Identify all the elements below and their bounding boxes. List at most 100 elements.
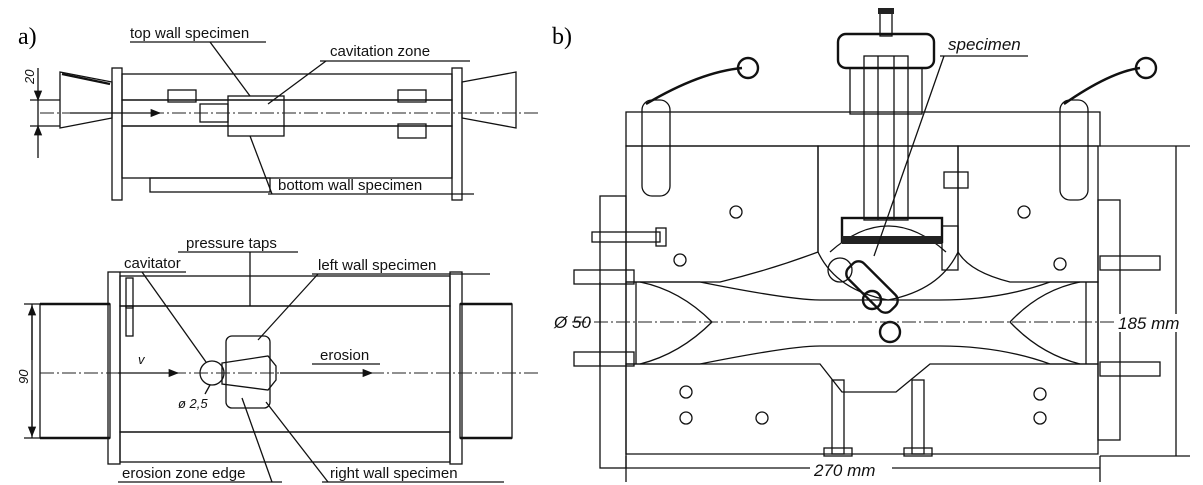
velocity-label: v xyxy=(138,352,146,367)
side-plug xyxy=(827,257,853,283)
screw-hole xyxy=(755,411,769,425)
lower-bolt-right xyxy=(911,379,925,455)
lower-insert-right xyxy=(397,123,427,139)
inlet-contour xyxy=(639,281,713,365)
leader-erosion-edge xyxy=(241,397,273,483)
panel-a: a) xyxy=(16,24,540,483)
leader-specimen xyxy=(873,55,945,257)
screw-hole xyxy=(1033,411,1047,425)
left-pipe-upper-wall xyxy=(573,269,635,285)
upper-insert-left xyxy=(167,89,197,103)
outlet-pipe xyxy=(459,303,513,439)
specimen-stem xyxy=(863,55,909,221)
label-cavitation-zone: cavitation zone xyxy=(330,43,430,60)
leader-cavitation xyxy=(267,60,327,105)
screw-hole xyxy=(673,253,687,267)
test-chamber xyxy=(119,305,451,433)
left-side-bolt-head xyxy=(655,227,667,247)
left-clamp-knob xyxy=(736,56,760,80)
left-pipe-lower-wall xyxy=(573,351,635,367)
small-fitting xyxy=(943,171,969,189)
specimen-face xyxy=(842,236,942,244)
left-clamp-handle xyxy=(641,56,760,197)
top-valve-neck xyxy=(849,67,923,115)
top-valve-cap xyxy=(878,8,894,14)
lower-block xyxy=(625,363,1099,455)
upper-insert-right xyxy=(397,89,427,103)
screw-holes xyxy=(673,205,1067,425)
label-top-wall-specimen: top wall specimen xyxy=(130,25,249,42)
screw-hole xyxy=(679,411,693,425)
left-clamp-bolt xyxy=(641,99,671,197)
right-pipe-lower-wall xyxy=(1099,361,1161,377)
top-valve-body xyxy=(836,32,936,70)
bottom-wall-block xyxy=(121,125,453,179)
specimen-window xyxy=(225,335,271,409)
left-side-bolt xyxy=(591,231,661,243)
screw-hole xyxy=(1033,387,1047,401)
inlet-nozzle-edge xyxy=(61,72,111,86)
dim-width-label-bg xyxy=(810,460,892,480)
lower-bolt-left xyxy=(831,379,845,455)
leader-diameter xyxy=(204,384,211,395)
bottom-section-drawing: 90 v ø 2,5 xyxy=(16,271,540,465)
central-chamber xyxy=(817,145,959,301)
label-bottom-wall-specimen: bottom wall specimen xyxy=(278,177,422,194)
dim-diameter-label: Ø 50 xyxy=(553,313,591,332)
erosion-zone xyxy=(221,355,277,391)
panel-a-letter: a) xyxy=(18,24,37,50)
screw-hole xyxy=(1017,205,1031,219)
lower-bolt-left-head xyxy=(823,447,853,457)
dim-90-label: 90 xyxy=(16,369,31,384)
top-plate xyxy=(625,111,1101,147)
right-clamp-knob xyxy=(1134,56,1158,80)
screw-hole xyxy=(679,385,693,399)
diameter-label: ø 2,5 xyxy=(178,396,208,411)
inlet-nozzle xyxy=(59,71,113,129)
dim-20-label: 20 xyxy=(22,69,37,85)
outlet-nozzle xyxy=(461,71,517,129)
right-clamp-bolt xyxy=(1059,99,1089,201)
right-flange xyxy=(451,67,463,201)
bottom-plate xyxy=(149,177,271,193)
label-erosion-zone-edge: erosion zone edge xyxy=(122,465,245,482)
cavitator-ring-1 xyxy=(878,320,902,344)
leader-top-wall xyxy=(209,41,251,97)
dim-height-label: 185 mm xyxy=(1118,314,1179,333)
upper-right-block xyxy=(957,145,1099,283)
right-pipe-upper-wall xyxy=(1099,255,1161,271)
panel-b-letter: b) xyxy=(552,24,572,50)
label-erosion: erosion xyxy=(320,347,369,364)
label-left-wall-specimen: left wall specimen xyxy=(318,257,436,274)
leader-bottom-wall xyxy=(249,135,273,195)
right-clamp-handle xyxy=(1059,56,1158,201)
left-clamp-lever xyxy=(645,66,743,106)
top-wall-block xyxy=(121,73,453,101)
venturi-channel xyxy=(625,281,1099,365)
left-side-flange xyxy=(599,195,627,469)
screw-hole xyxy=(729,205,743,219)
outlet-contour xyxy=(1009,281,1081,365)
label-specimen: specimen xyxy=(948,35,1021,54)
upper-left-block xyxy=(625,145,819,283)
leader-left-wall xyxy=(257,273,319,341)
top-section-drawing: 20 xyxy=(22,67,540,201)
right-clamp-lever xyxy=(1063,66,1141,105)
panel-b: b) xyxy=(552,8,1200,482)
left-flange xyxy=(111,67,123,201)
label-pressure-taps: pressure taps xyxy=(186,235,277,252)
lower-bolt-right-head xyxy=(903,447,933,457)
cavitator-ring-2 xyxy=(861,289,883,311)
leader-cavitator xyxy=(141,271,207,363)
dim-height-label-bg xyxy=(1116,314,1200,332)
upper-wall-b xyxy=(119,275,451,307)
lower-wall-b xyxy=(119,431,451,463)
leader-right-wall xyxy=(265,401,329,483)
specimen-side-insert xyxy=(941,225,959,271)
label-right-wall-specimen: right wall specimen xyxy=(330,465,458,482)
cavitator-rod xyxy=(125,305,134,337)
screw-hole xyxy=(1053,257,1067,271)
specimen-insert xyxy=(227,95,285,137)
inlet-pipe xyxy=(39,303,111,439)
